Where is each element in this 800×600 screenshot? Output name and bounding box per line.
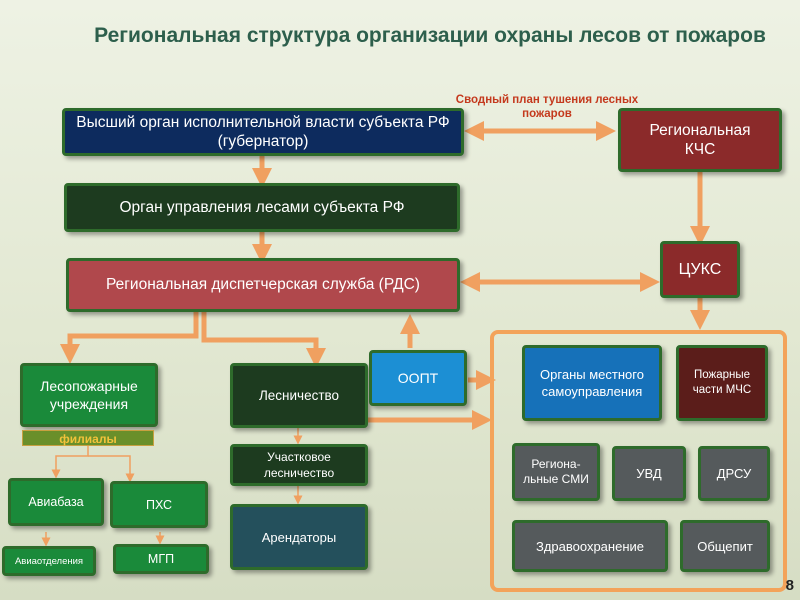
box-forest-fire-institutions-label: Лесопожарные учреждения <box>40 378 138 412</box>
box-healthcare: Здравоохранение <box>512 520 668 572</box>
box-uchastkovoe-label: Участковое лесничество <box>263 450 335 480</box>
page-title: Региональная структура организации охран… <box>94 24 766 47</box>
box-pkhs: ПХС <box>110 481 208 528</box>
page-number: 8 <box>785 577 794 594</box>
box-uvd-label: УВД <box>636 466 662 481</box>
box-fire-units-mchs: Пожарные части МЧС <box>676 345 768 421</box>
consolidated-plan-label: Сводный план тушения лесных пожаров <box>455 94 639 120</box>
box-forest-fire-institutions: Лесопожарные учреждения <box>20 363 158 427</box>
box-aviaotdeleniya-label: Авиаотделения <box>14 555 84 567</box>
box-regional-kchs: Региональная КЧС <box>618 108 782 172</box>
box-uchastkovoe: Участковое лесничество <box>230 444 368 486</box>
box-pkhs-label: ПХС <box>146 497 172 512</box>
box-fire-units-mchs-label: Пожарные части МЧС <box>692 369 752 396</box>
box-regional-kchs-label: Региональная КЧС <box>649 122 751 158</box>
box-oopt-label: ООПТ <box>397 370 439 386</box>
box-aviaotdeleniya: Авиаотделения <box>2 546 96 576</box>
box-governor-label: Высший орган исполнительной власти субъе… <box>76 114 450 150</box>
box-local-government: Органы местного самоуправления <box>522 345 662 421</box>
box-aviabaza-label: Авиабаза <box>28 495 84 509</box>
box-healthcare-label: Здравоохранение <box>535 538 644 554</box>
box-arendatory-label: Арендаторы <box>261 529 337 545</box>
box-mgp: МГП <box>113 544 209 574</box>
box-regional-media: Региона-льные СМИ <box>512 443 600 501</box>
arrow-rds-lesnichestvo <box>201 312 326 368</box>
box-oopt: ООПТ <box>369 350 467 406</box>
box-aviabaza: Авиабаза <box>8 478 104 526</box>
box-local-government-label: Органы местного самоуправления <box>540 367 644 399</box>
box-rds: Региональная диспетчерская служба (РДС) <box>66 258 460 312</box>
arrow-rds-lpu <box>60 312 199 364</box>
box-tsuks: ЦУКС <box>660 241 740 298</box>
partner-organizations-frame <box>490 330 787 592</box>
box-uvd: УВД <box>612 446 686 501</box>
box-governor: Высший орган исполнительной власти субъе… <box>62 108 464 156</box>
box-tsuks-label: ЦУКС <box>678 260 722 278</box>
box-drsu-label: ДРСУ <box>716 466 752 481</box>
box-forest-management: Орган управления лесами субъекта РФ <box>64 183 460 232</box>
box-arendatory: Арендаторы <box>230 504 368 570</box>
branches-band: филиалы <box>22 430 154 446</box>
box-regional-media-label: Региона-льные СМИ <box>523 457 589 486</box>
box-catering-label: Общепит <box>697 538 753 554</box>
arrow-branches-pkhs <box>88 455 135 483</box>
box-mgp-label: МГП <box>147 552 175 566</box>
box-lesnichestvo-label: Лесничество <box>258 388 340 403</box>
box-drsu: ДРСУ <box>698 446 770 501</box>
arrow-branches-aviabaza <box>51 446 89 479</box>
box-catering: Общепит <box>680 520 770 572</box>
box-forest-management-label: Орган управления лесами субъекта РФ <box>119 198 405 216</box>
box-lesnichestvo: Лесничество <box>230 363 368 428</box>
box-rds-label: Региональная диспетчерская служба (РДС) <box>106 276 420 293</box>
